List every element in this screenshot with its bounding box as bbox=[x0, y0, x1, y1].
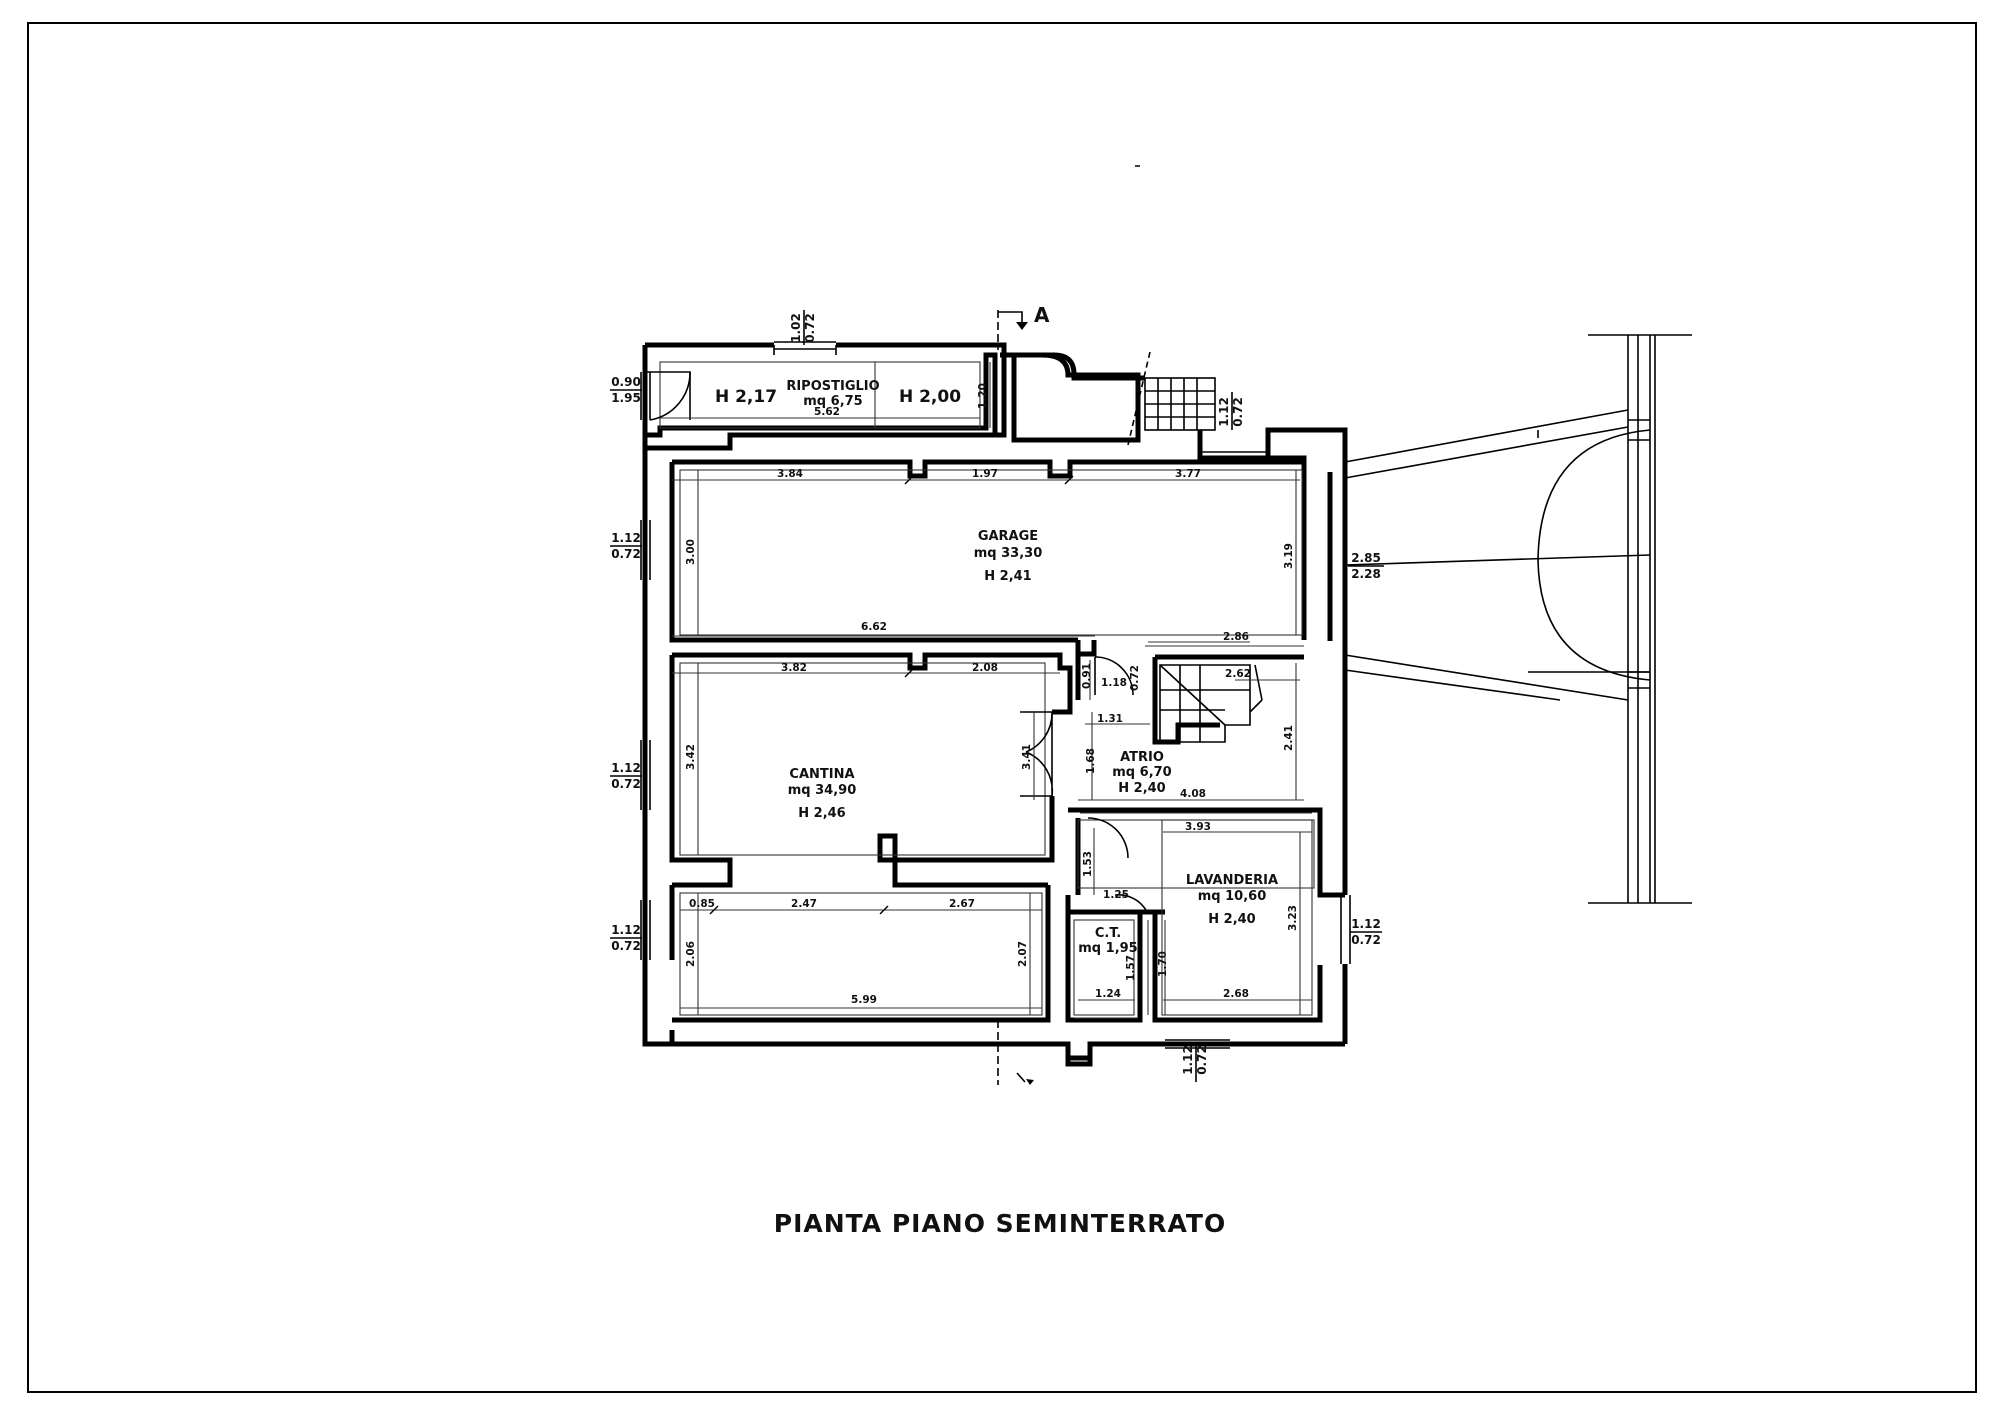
room-height-ripostiglio-right: H 2,00 bbox=[899, 387, 961, 407]
window-label-rip-door-bottom: 1.95 bbox=[611, 391, 641, 405]
dim-garage-c: 3.77 bbox=[1175, 468, 1201, 480]
window-labels: 0.90 1.95 1.12 0.72 1.12 0.72 1.12 0.72 … bbox=[610, 310, 1384, 1082]
section-marker-bottom bbox=[997, 1020, 1034, 1085]
walls bbox=[642, 342, 1348, 1067]
window-label-garage-door-top: 2.85 bbox=[1351, 551, 1381, 565]
dim-low-bottom: 5.99 bbox=[851, 994, 877, 1006]
dim-091: 0.91 bbox=[1081, 663, 1093, 689]
window-label-cantina-left-top: 1.12 bbox=[611, 761, 641, 775]
dim-170: 1.70 bbox=[1157, 951, 1169, 977]
window-label-garage-door-bottom: 2.28 bbox=[1351, 567, 1381, 581]
dim-atrio-bottom: 4.08 bbox=[1180, 788, 1206, 800]
room-height-ripostiglio-left: H 2,17 bbox=[715, 387, 777, 407]
dim-low-c: 2.67 bbox=[949, 898, 975, 910]
dim-cant-left: 3.42 bbox=[685, 744, 697, 770]
dimension-lines bbox=[660, 362, 1312, 1015]
window-label-stair-top-a: 1.12 bbox=[1217, 397, 1231, 427]
room-name-cantina: CANTINA bbox=[789, 767, 854, 782]
dim-garage-a: 3.84 bbox=[777, 468, 803, 480]
window-label-garage-left-top: 1.12 bbox=[611, 531, 641, 545]
stairs bbox=[1127, 351, 1263, 743]
dim-lav-right: 3.23 bbox=[1287, 905, 1299, 931]
dimension-labels: 5.62 1.20 3.84 1.97 3.77 3.00 3.19 6.62 … bbox=[685, 383, 1299, 1006]
dim-153: 1.53 bbox=[1082, 851, 1094, 877]
dim-low-right: 2.07 bbox=[1017, 941, 1029, 967]
dim-cant-right: 3.41 bbox=[1021, 744, 1033, 770]
room-area-lavanderia: mq 10,60 bbox=[1198, 889, 1267, 904]
window-label-lav-right-top: 1.12 bbox=[1351, 917, 1381, 931]
dim-garage-left: 3.00 bbox=[685, 539, 697, 565]
window-label-lav-bottom-b: 0.72 bbox=[1195, 1045, 1209, 1075]
dim-cant-a: 3.82 bbox=[781, 662, 807, 674]
dim-rip-height: 1.20 bbox=[977, 383, 989, 409]
windows-graphics bbox=[640, 341, 1351, 1049]
room-name-garage: GARAGE bbox=[978, 529, 1038, 544]
dim-stair-w: 2.62 bbox=[1225, 668, 1251, 680]
room-name-ct: C.T. bbox=[1095, 926, 1121, 941]
dim-cant-b: 2.08 bbox=[972, 662, 998, 674]
window-label-lav-right-bottom: 0.72 bbox=[1351, 933, 1381, 947]
dim-rip-width: 5.62 bbox=[814, 406, 840, 418]
room-height-cantina: H 2,46 bbox=[798, 806, 845, 821]
window-label-cantina-left-bottom: 0.72 bbox=[611, 777, 641, 791]
dim-low-left: 2.06 bbox=[685, 941, 697, 967]
plan-title: PIANTA PIANO SEMINTERRATO bbox=[774, 1209, 1226, 1238]
window-label-lav-bottom-a: 1.12 bbox=[1181, 1045, 1195, 1075]
section-label: A bbox=[1034, 303, 1050, 327]
dim-118: 1.18 bbox=[1101, 677, 1127, 689]
section-marker-top: A bbox=[997, 303, 1050, 350]
dim-garage-bottom: 6.62 bbox=[861, 621, 887, 633]
dim-lav-top: 3.93 bbox=[1185, 821, 1211, 833]
dim-atrio-h: 1.68 bbox=[1085, 748, 1097, 774]
dim-125: 1.25 bbox=[1103, 889, 1129, 901]
inner-lines bbox=[659, 361, 1315, 1019]
ramp-gate bbox=[1344, 334, 1692, 904]
dim-atrio-top: 2.86 bbox=[1223, 631, 1249, 643]
sheet-border bbox=[27, 22, 1977, 1393]
room-height-atrio: H 2,40 bbox=[1118, 781, 1165, 796]
room-area-ripostiglio: mq 6,75 bbox=[803, 394, 862, 409]
dim-atrio-right: 2.41 bbox=[1283, 725, 1295, 751]
room-name-ripostiglio: RIPOSTIGLIO bbox=[786, 379, 879, 394]
dim-ct-w: 1.24 bbox=[1095, 988, 1121, 1000]
window-label-lower-left-top: 1.12 bbox=[611, 923, 641, 937]
window-label-rip-top-a: 1.02 bbox=[789, 313, 803, 343]
window-label-rip-door-top: 0.90 bbox=[611, 375, 641, 389]
dim-garage-right: 3.19 bbox=[1283, 543, 1295, 569]
room-area-atrio: mq 6,70 bbox=[1112, 765, 1171, 780]
room-area-garage: mq 33,30 bbox=[974, 546, 1043, 561]
dim-072: 0.72 bbox=[1129, 665, 1141, 691]
room-name-lavanderia: LAVANDERIA bbox=[1186, 873, 1278, 888]
dim-ct-h: 1.57 bbox=[1125, 955, 1137, 981]
doors bbox=[645, 371, 1148, 913]
window-label-stair-top-b: 0.72 bbox=[1231, 397, 1245, 427]
window-label-garage-left-bottom: 0.72 bbox=[611, 547, 641, 561]
window-label-rip-top-b: 0.72 bbox=[803, 313, 817, 343]
window-label-lower-left-bottom: 0.72 bbox=[611, 939, 641, 953]
room-height-lavanderia: H 2,40 bbox=[1208, 912, 1255, 927]
dim-low-a: 0.85 bbox=[689, 898, 715, 910]
room-area-ct: mq 1,95 bbox=[1078, 941, 1137, 956]
room-name-atrio: ATRIO bbox=[1120, 750, 1164, 765]
dim-lav-bottom: 2.68 bbox=[1223, 988, 1249, 1000]
room-area-cantina: mq 34,90 bbox=[788, 783, 857, 798]
dimension-ticks bbox=[709, 475, 1074, 915]
dim-131: 1.31 bbox=[1097, 713, 1123, 725]
dim-garage-b: 1.97 bbox=[972, 468, 998, 480]
dim-low-b: 2.47 bbox=[791, 898, 817, 910]
room-height-garage: H 2,41 bbox=[984, 569, 1031, 584]
